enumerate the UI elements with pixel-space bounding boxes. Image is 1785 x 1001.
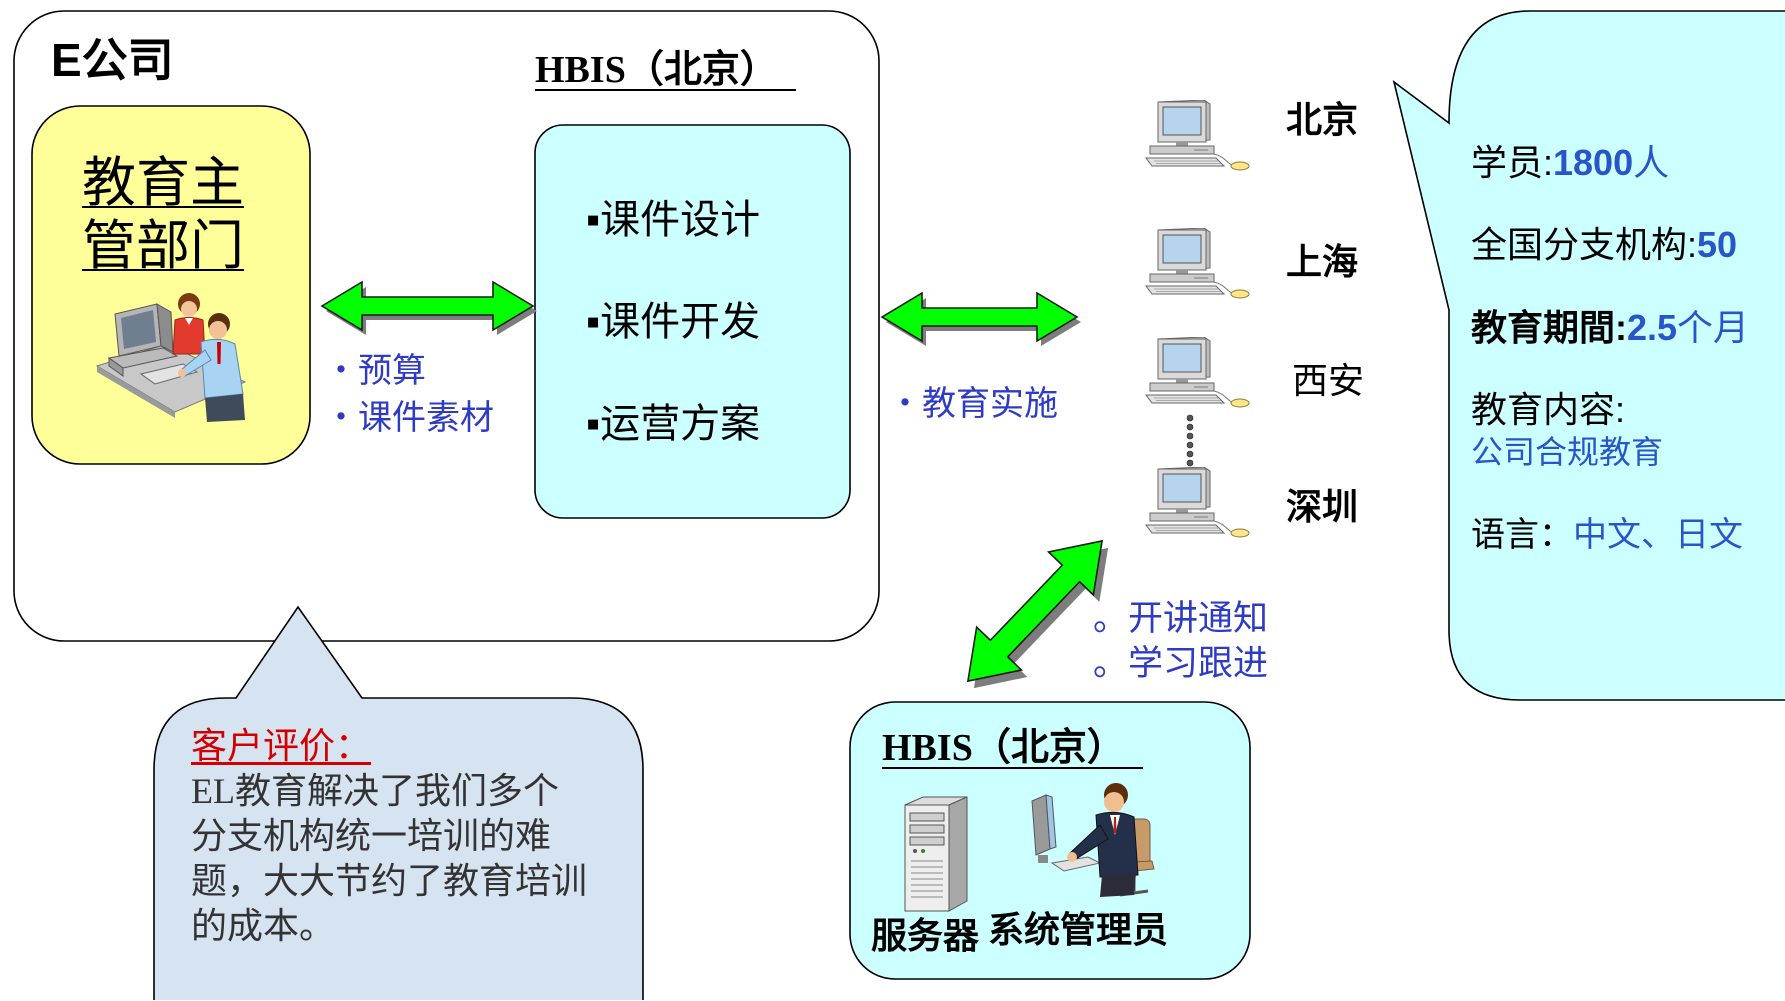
staff-at-computer-icon	[95, 293, 247, 422]
notification-learning-followup: 。学习跟进	[1093, 644, 1269, 683]
company-title: E公司	[51, 34, 174, 86]
customer-review-text: 客户评价： EL教育解决了我们多个 分支机构统一培训的难 题，大大节约了教育培训…	[191, 724, 587, 949]
customer-review-line: 分支机构统一培训的难	[191, 816, 552, 856]
service-item-operation-plan: ▪运营方案	[586, 401, 761, 446]
dept-inputs-list: ・预算 ・课件素材	[324, 348, 494, 442]
customer-review-bubble	[153, 605, 644, 1000]
customer-review-heading: 客户评价：	[191, 726, 372, 766]
customer-review-line: EL教育解决了我们多个	[191, 771, 559, 811]
ellipsis-dots-icon	[1186, 414, 1194, 467]
fact-content-label: 教育内容:	[1471, 389, 1626, 430]
computer-icon	[1145, 100, 1250, 171]
branch-city-xian: 西安	[1292, 361, 1365, 401]
service-item-courseware-design: ▪课件设计	[586, 197, 761, 242]
arrow-branches-support-icon	[966, 539, 1109, 689]
hbis-support-title: HBIS（北京）	[882, 729, 1143, 769]
fact-trainees-value: 1800	[1553, 142, 1634, 183]
system-admin-icon	[1031, 783, 1155, 897]
fact-period-label: 教育期間:	[1471, 307, 1627, 348]
fact-trainees: 学员:1800人	[1471, 145, 1669, 181]
fact-branches-label: 全国分支机构:	[1471, 224, 1698, 265]
hbis-services-title: HBIS（北京）	[535, 51, 796, 91]
fact-language-value: 中文、日文	[1573, 516, 1743, 554]
customer-review-line: 的成本。	[191, 906, 336, 946]
input-item-budget: ・预算	[324, 352, 426, 390]
project-facts-bubble	[1392, 10, 1785, 701]
education-dept-title-line2: 管部门	[82, 216, 244, 276]
fact-trainees-unit: 人	[1633, 142, 1670, 183]
notification-course-start: 。开讲通知	[1093, 599, 1269, 638]
admin-label: 系统管理员	[988, 909, 1169, 950]
education-dept-title-line1: 教育主	[82, 153, 244, 213]
fact-content-value-text: 公司合规教育	[1471, 434, 1664, 470]
service-item-courseware-development: ▪课件开发	[586, 299, 761, 344]
fact-content-value: 公司合规教育	[1471, 436, 1663, 468]
hbis-services-list: ▪课件设计 ▪课件开发 ▪运营方案	[586, 200, 760, 444]
fact-language-label: 语言：	[1471, 516, 1573, 554]
input-item-course-material: ・课件素材	[324, 399, 494, 437]
server-label: 服务器	[871, 915, 980, 956]
fact-branches: 全国分支机构:50	[1471, 227, 1737, 263]
arrow-dept-hbis-icon	[320, 280, 537, 335]
hbis-services-box	[534, 124, 851, 519]
computer-icon	[1145, 228, 1250, 299]
notification-list: 。开讲通知 。学习跟进	[1093, 596, 1268, 686]
education-dept-title: 教育主 管部门	[82, 152, 244, 278]
fact-branches-value: 50	[1697, 224, 1738, 265]
branch-city-shanghai: 上海	[1286, 241, 1359, 282]
fact-period-unit: 个月	[1677, 307, 1750, 348]
fact-period-value: 2.5	[1627, 307, 1678, 348]
branch-city-shenzhen: 深圳	[1286, 486, 1359, 527]
customer-review-line: 题，大大节约了教育培训	[191, 861, 588, 901]
fact-trainees-label: 学员:	[1471, 142, 1554, 183]
fact-period: 教育期間:2.5个月	[1471, 310, 1749, 346]
delivery-label: ・教育实施	[888, 385, 1058, 423]
server-icon	[904, 796, 968, 912]
computer-icon	[1145, 337, 1250, 408]
arrow-hbis-branches-icon	[880, 291, 1081, 346]
fact-language: 语言：中文、日文	[1471, 518, 1743, 552]
branch-city-beijing: 北京	[1286, 99, 1359, 140]
computer-icon	[1145, 467, 1250, 538]
